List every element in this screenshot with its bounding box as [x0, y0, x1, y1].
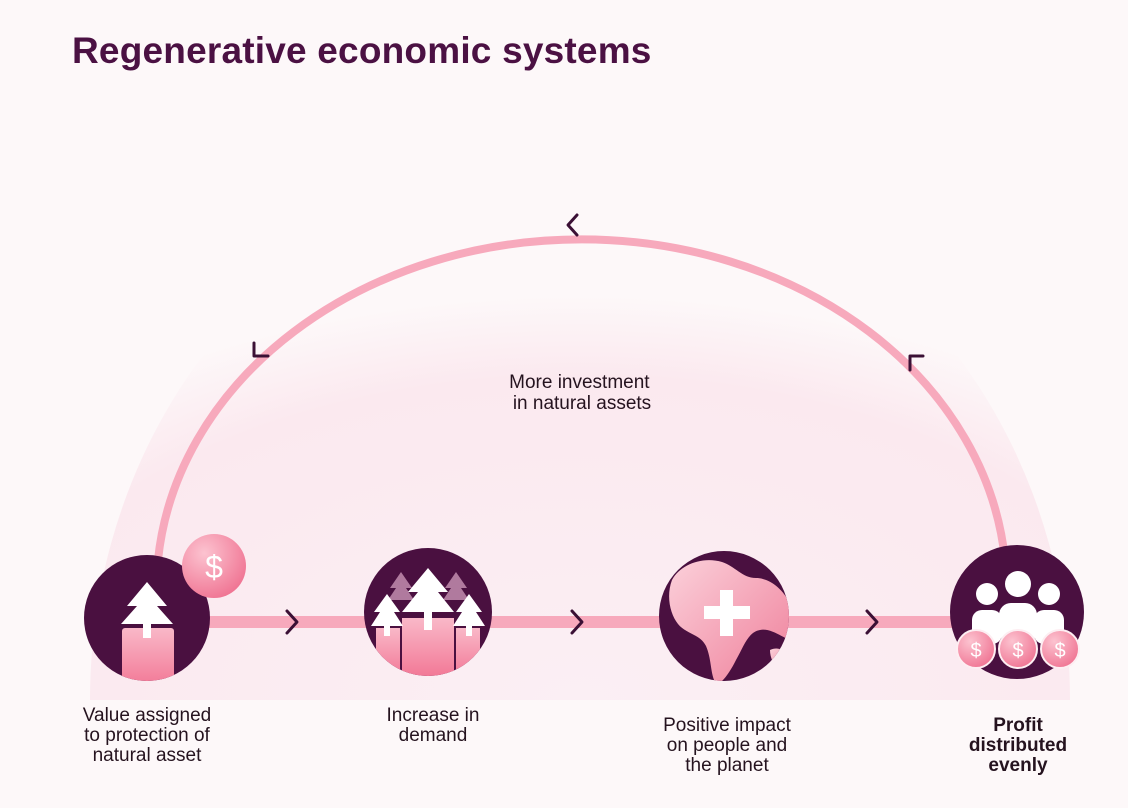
step-1-line-1: Value assigned [82, 705, 212, 726]
step-2-label: Increase in demand [323, 706, 543, 746]
cycle-arc [154, 235, 1009, 564]
step-4-line-3: evenly [988, 755, 1048, 776]
page-title: Regenerative economic systems [72, 30, 652, 71]
step-4-line-2: distributed [968, 735, 1068, 756]
flow-arrow-2-icon [570, 609, 584, 635]
arc-arrow-right-icon [908, 354, 925, 372]
forest-icon [364, 548, 492, 676]
coin-2-symbol: $ [1012, 640, 1023, 662]
arc-label: More investment in natural assets [509, 372, 655, 414]
step-4-label: Profit distributed evenly [908, 716, 1128, 776]
dollar-badge-symbol: $ [205, 549, 223, 585]
arc-arrow-top-icon [566, 213, 579, 237]
dome-glow [90, 160, 1070, 700]
arc-label-line-2: in natural assets [513, 393, 651, 414]
step-2-line-2: demand [398, 725, 468, 746]
tree-dollar-icon: $ [84, 534, 246, 681]
step-1-label: Value assigned to protection of natural … [37, 706, 257, 766]
step-2-line-1: Increase in [386, 705, 480, 726]
coin-1-symbol: $ [970, 640, 981, 662]
arc-label-line-1: More investment [509, 372, 650, 393]
arc-arrow-left-icon [252, 341, 270, 358]
step-3-line-1: Positive impact [663, 715, 791, 736]
people-dollars-icon: $ $ $ [950, 545, 1084, 679]
step-4-line-1: Profit [993, 715, 1043, 736]
flow-arrow-1-icon [285, 609, 299, 635]
coin-3-symbol: $ [1054, 640, 1065, 662]
step-1-line-3: natural asset [92, 745, 202, 766]
step-3-line-2: on people and [666, 735, 788, 756]
flow-arrow-3-icon [865, 609, 879, 635]
step-1-line-2: to protection of [84, 725, 210, 746]
step-3-line-3: the planet [685, 755, 769, 776]
step-3-label: Positive impact on people and the planet [617, 716, 837, 776]
